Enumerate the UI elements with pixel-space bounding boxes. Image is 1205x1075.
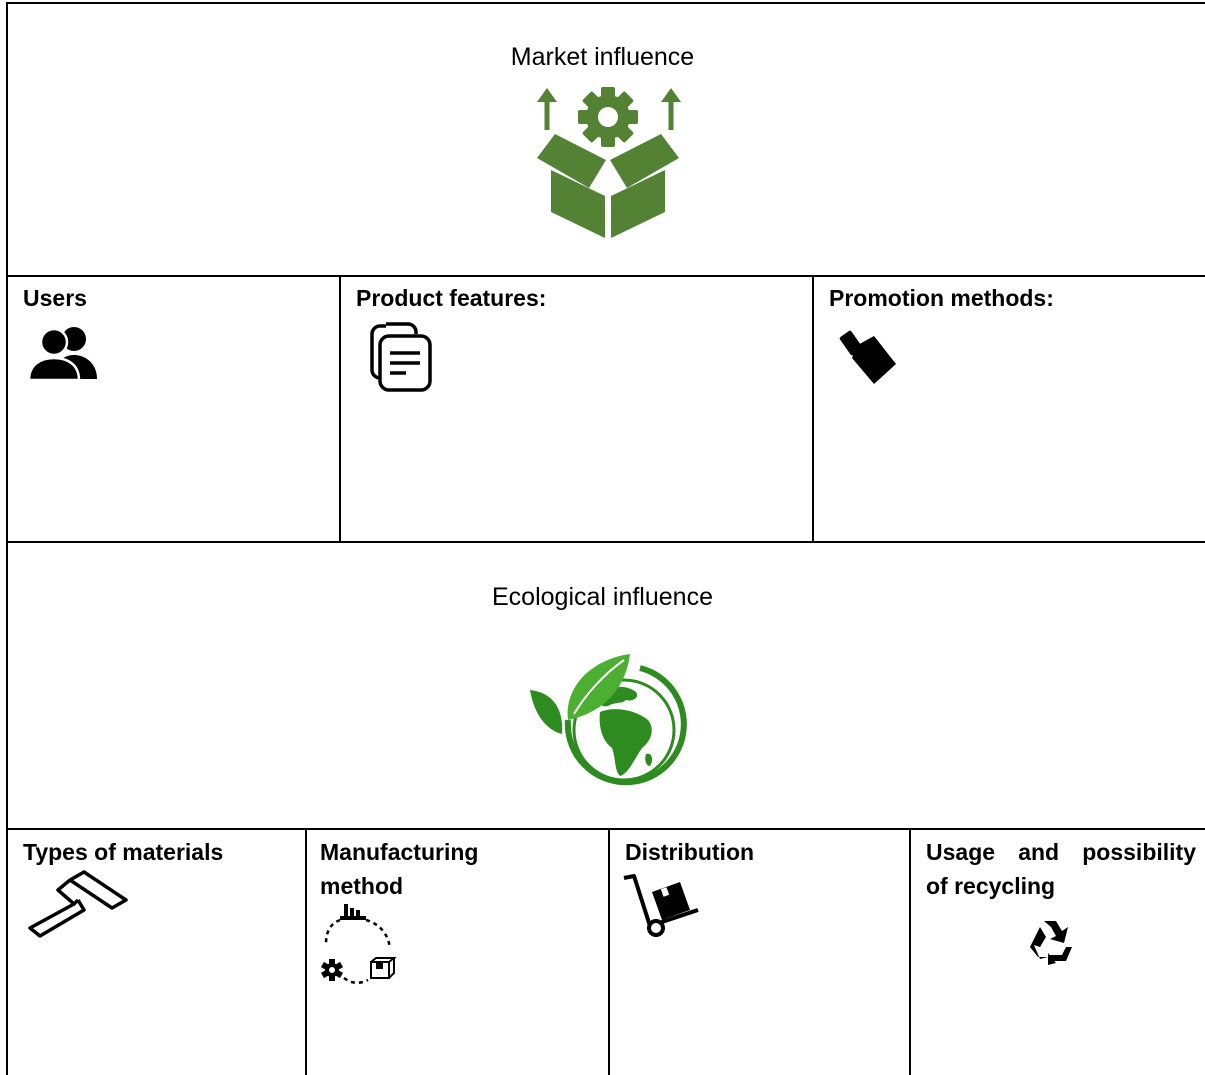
divider-row-2 (6, 541, 1205, 543)
manufacturing-cycle-icon (320, 904, 397, 984)
cell-title-usage-line-2: of recycling (926, 873, 1056, 899)
documents-icon (370, 322, 432, 392)
divider-col-e2 (608, 828, 610, 1075)
divider-col-e3 (909, 828, 911, 1075)
hand-truck-icon (623, 874, 699, 937)
paint-roller-icon (28, 870, 128, 938)
cell-title-product-features: Product features: (356, 285, 547, 311)
cell-title-users: Users (23, 285, 87, 311)
divider-col-e1 (305, 828, 307, 1075)
cell-title-manufacturing-line-2: method (320, 873, 404, 899)
recycle-icon (1030, 921, 1072, 965)
megaphone-icon (839, 330, 896, 384)
cell-title-distribution: Distribution (625, 839, 755, 865)
divider-col-m1 (339, 275, 341, 543)
divider-col-m2 (812, 275, 814, 543)
border-top (6, 2, 1205, 4)
cell-title-manufacturing-line-1: Manufacturing (320, 839, 479, 865)
divider-row-3 (6, 828, 1205, 830)
cell-title-promotion-methods: Promotion methods: (829, 285, 1054, 311)
cell-title-types-of-materials: Types of materials (23, 839, 224, 865)
cell-title-usage-line-1: Usage and possibility (926, 839, 1196, 865)
users-icon (27, 327, 97, 381)
border-left (6, 2, 8, 1075)
open-box-gear-icon (537, 87, 681, 238)
ecological-influence-title: Ecological influence (492, 583, 713, 611)
divider-row-1 (6, 275, 1205, 277)
globe-leaf-icon (530, 654, 687, 786)
market-influence-title: Market influence (510, 43, 695, 71)
